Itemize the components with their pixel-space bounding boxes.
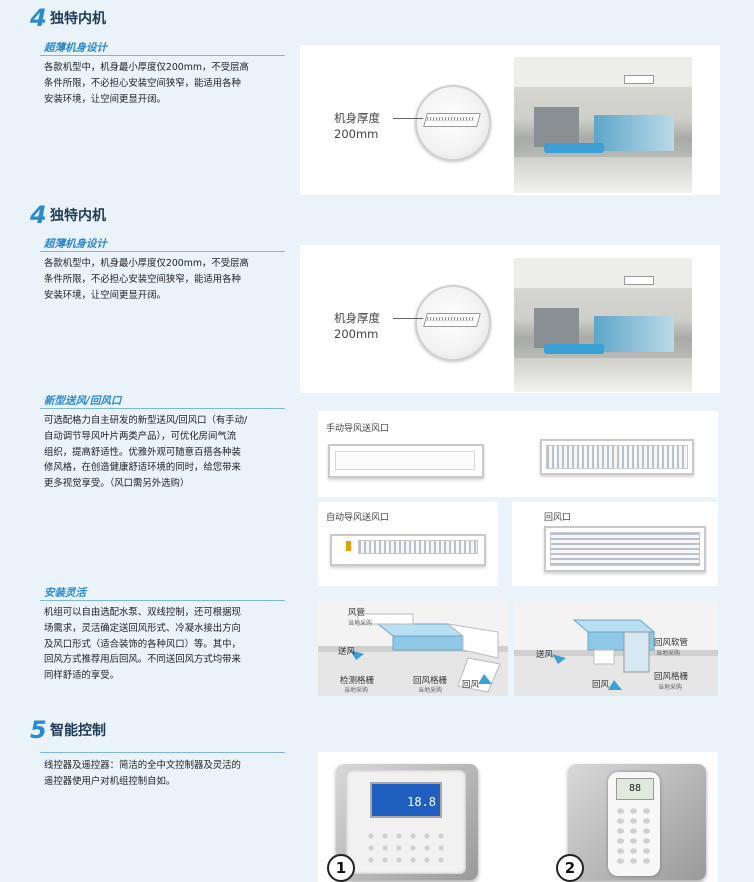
- duct-label: 风管: [348, 608, 366, 618]
- controller-lcd: 18.8: [370, 782, 442, 818]
- subtitle-install: 安装灵活: [44, 587, 86, 599]
- vent-panel-top: 手动导风送风口: [318, 411, 718, 497]
- body-text-thin: 各款机型中，机身最小厚度仅200mm，不受层高 条件所限，不必担心安装空间狭窄，…: [44, 258, 249, 301]
- divider: [40, 55, 285, 56]
- subtitle-ultra-thin: 超薄机身设计: [44, 238, 107, 250]
- remote-controller: 88: [608, 772, 660, 876]
- room-photo: [514, 57, 692, 193]
- room-photo: [514, 258, 692, 392]
- controller-badge-1: 1: [327, 854, 355, 882]
- body-text-vents: 可选配格力自主研发的新型送风/回风口（有手动/ 自动调节导风叶片两类产品），可优…: [44, 415, 248, 490]
- thin-unit-panel: 机身厚度 200mm: [300, 45, 720, 195]
- return-label: 回风: [592, 680, 610, 690]
- supply-label: 送风: [536, 650, 554, 660]
- divider: [40, 752, 285, 753]
- auto-vent-caption: 自动导风送风口: [326, 513, 390, 523]
- vent-panel-auto: 自动导风送风口: [318, 502, 498, 586]
- manual-vent-image: [328, 444, 484, 478]
- section-number: 5: [30, 716, 47, 744]
- subtitle-ultra-thin: 超薄机身设计: [44, 42, 107, 54]
- user-supplied-label: 当地采购: [348, 620, 373, 627]
- remote-buttons: [614, 806, 654, 866]
- body-text-install: 机组可以自由选配水泵、双线控制，还可根据现 场需求，灵活确定送回风形式、冷凝水接…: [44, 607, 241, 682]
- return-vent-caption: 回风口: [544, 513, 572, 523]
- return-grille-label: 回风格栅: [654, 672, 689, 682]
- vent-panel-return: 回风口: [512, 502, 718, 586]
- thickness-value: 200mm: [334, 127, 379, 141]
- body-text-control: 线控器及遥控器：简洁的全中文控制器及灵活的 遥控器使用户对机组控制自如。: [44, 760, 241, 787]
- return-grille-label: 回风格栅: [413, 676, 448, 686]
- user-supplied-label: 当地采购: [418, 687, 443, 694]
- install-diagram-1: 风管 当地采购 送风 检测格栅 当地采购 回风格栅 当地采购 回风: [318, 602, 508, 696]
- remote-frame: 88: [568, 764, 706, 880]
- supply-label: 送风: [338, 647, 356, 657]
- controller-panel: 18.8 1 88 2: [318, 752, 718, 882]
- thickness-label: 机身厚度: [334, 111, 380, 125]
- thickness-label: 机身厚度: [334, 311, 380, 325]
- user-supplied-label: 当地采购: [658, 684, 683, 691]
- return-label: 回风: [462, 680, 480, 690]
- divider: [40, 251, 285, 252]
- section-number: 4: [30, 201, 47, 229]
- install-diagram-2: 送风 回风软管 当地采购 回风格栅 当地采购 回风: [514, 602, 718, 696]
- section-title: 独特内机: [50, 208, 106, 224]
- controller-badge-2: 2: [556, 854, 584, 882]
- return-vent-image: [544, 526, 706, 572]
- thickness-callout: [415, 85, 491, 161]
- thickness-callout: [415, 285, 491, 361]
- controller-buttons: [364, 830, 448, 864]
- section-title: 独特内机: [50, 11, 106, 27]
- return-hose-label: 回风软管: [654, 638, 689, 648]
- auto-vent-image: [330, 534, 486, 566]
- user-supplied-label: 当地采购: [344, 687, 369, 694]
- inspect-grille-label: 检测格栅: [340, 676, 375, 686]
- thin-unit-panel: 机身厚度 200mm: [300, 245, 720, 393]
- subtitle-vents: 新型送风/回风口: [44, 395, 122, 407]
- section-title: 智能控制: [50, 723, 106, 739]
- thickness-value: 200mm: [334, 327, 379, 341]
- remote-lcd: 88: [616, 778, 654, 800]
- divider: [40, 600, 285, 601]
- manual-vent-grille-image: [540, 439, 694, 475]
- wired-controller-frame: 18.8: [336, 764, 478, 880]
- install-diagram-1-drawing: [318, 613, 508, 696]
- body-text-thin: 各款机型中，机身最小厚度仅200mm，不受层高 条件所限，不必担心安装空间狭窄，…: [44, 62, 249, 105]
- wired-controller: 18.8: [346, 770, 466, 874]
- user-supplied-label: 当地采购: [656, 650, 681, 657]
- manual-vent-caption: 手动导风送风口: [326, 424, 390, 434]
- install-diagram-2-drawing: [514, 619, 718, 696]
- section-number: 4: [30, 4, 47, 32]
- divider: [40, 408, 285, 409]
